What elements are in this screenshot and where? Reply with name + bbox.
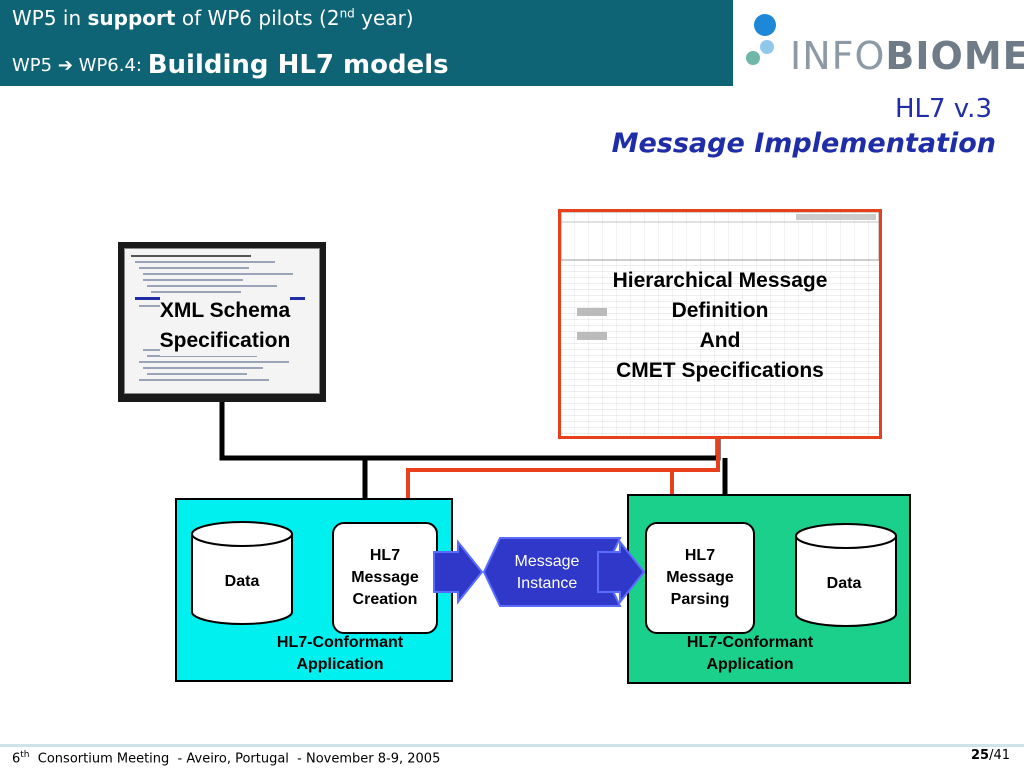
slide-title-line1: HL7 v.3 (894, 94, 992, 124)
right-arrow-icon: ➔ (57, 55, 73, 76)
app-left-label: HL7-Conformant Application (276, 634, 404, 673)
spreadsheet-grid (561, 212, 879, 436)
xml-schema-label: XML Schema Specification (128, 296, 322, 356)
header-banner (0, 0, 733, 86)
logo-wordmark: INFOBIOMED (790, 34, 1024, 78)
message-flow-arrows (433, 537, 646, 607)
red-connector (406, 439, 720, 502)
logo-dot-icon (754, 14, 776, 36)
hierarchical-message-label: Hierarchical Message Definition And CMET… (612, 269, 828, 382)
slide-title-line2: Message Implementation (611, 128, 996, 159)
header-subtitle: WP5 in support of WP6 pilots (2nd year) (12, 6, 414, 30)
message-definition-spreadsheet (558, 209, 882, 439)
logo-dot-icon (746, 51, 760, 65)
message-instance-label: Message Instance (514, 553, 580, 592)
arrow-to-message-icon (433, 539, 484, 605)
header-title: WP5 ➔ WP6.4: Building HL7 models (12, 50, 449, 80)
infobiomed-logo (746, 14, 1016, 84)
message-instance-shape (482, 537, 622, 607)
data-left-label: Data (224, 573, 260, 590)
arrow-from-message-icon (597, 539, 646, 605)
app-right-label: HL7-Conformant Application (686, 634, 814, 673)
hl7-message-parsing-box: HL7 Message Parsing (645, 522, 755, 634)
data-right-label: Data (826, 575, 862, 592)
footer-divider (0, 744, 1024, 747)
database-left-icon (191, 521, 293, 625)
footer-meeting-text: 6th Consortium Meeting - Aveiro, Portuga… (12, 750, 441, 767)
database-right-icon (795, 523, 897, 627)
logo-dot-icon (760, 40, 774, 54)
page-number: 25/41 (970, 748, 1010, 763)
hl7-message-creation-box: HL7 Message Creation (332, 522, 438, 634)
